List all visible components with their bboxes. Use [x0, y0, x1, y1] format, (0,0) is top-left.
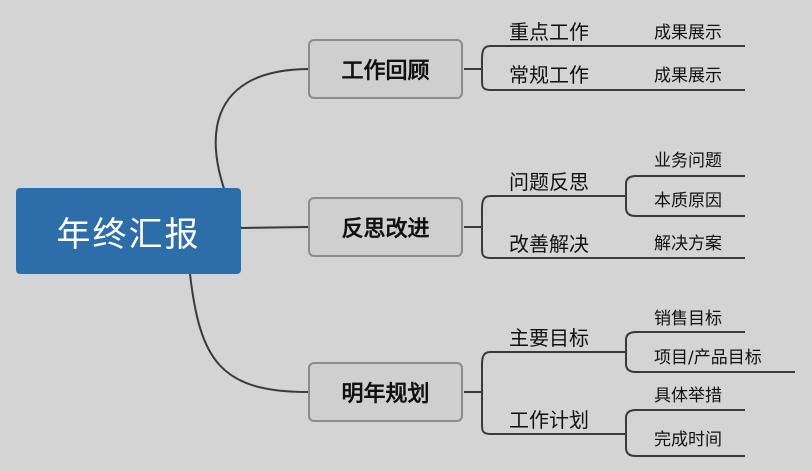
branch-node-work-review[interactable]: 工作回顾	[308, 39, 463, 99]
leaf-node-completion-time[interactable]: 完成时间	[654, 430, 722, 450]
leaf-node-business-problem[interactable]: 业务问题	[654, 151, 722, 171]
branch-node-reflection[interactable]: 反思改进	[308, 197, 463, 257]
sub-node-main-goals[interactable]: 主要目标	[509, 326, 589, 350]
sub-node-improvement[interactable]: 改善解决	[509, 232, 589, 256]
leaf-node-specific-measures[interactable]: 具体举措	[654, 386, 722, 406]
leaf-node-sales-goal[interactable]: 销售目标	[654, 309, 722, 329]
connector-sub-3-2-leaves	[625, 409, 745, 457]
connector-branch-3-subs	[464, 351, 491, 435]
leaf-node-results-1[interactable]: 成果展示	[654, 23, 722, 43]
connector-sub-2-1-leaves	[625, 175, 745, 217]
leaf-node-root-cause[interactable]: 本质原因	[654, 191, 722, 211]
sub-node-problem-reflection[interactable]: 问题反思	[509, 170, 589, 194]
connector-branch-1-subs	[464, 45, 491, 91]
branch-node-next-year-plan[interactable]: 明年规划	[308, 362, 463, 422]
sub-node-key-work[interactable]: 重点工作	[509, 20, 589, 44]
root-node[interactable]: 年终汇报	[16, 188, 241, 274]
leaf-node-solution[interactable]: 解决方案	[654, 234, 722, 254]
sub-node-work-plan[interactable]: 工作计划	[509, 408, 589, 432]
leaf-node-project-product-goal[interactable]: 项目/产品目标	[654, 348, 762, 368]
connector-root-branch-2	[240, 226, 309, 229]
connector-sub-3-1-leaves	[625, 331, 795, 373]
connector-root-branch-3	[189, 273, 309, 393]
connector-branch-2-subs	[464, 195, 491, 259]
leaf-node-results-2[interactable]: 成果展示	[654, 66, 722, 86]
sub-node-routine-work[interactable]: 常规工作	[509, 63, 589, 87]
